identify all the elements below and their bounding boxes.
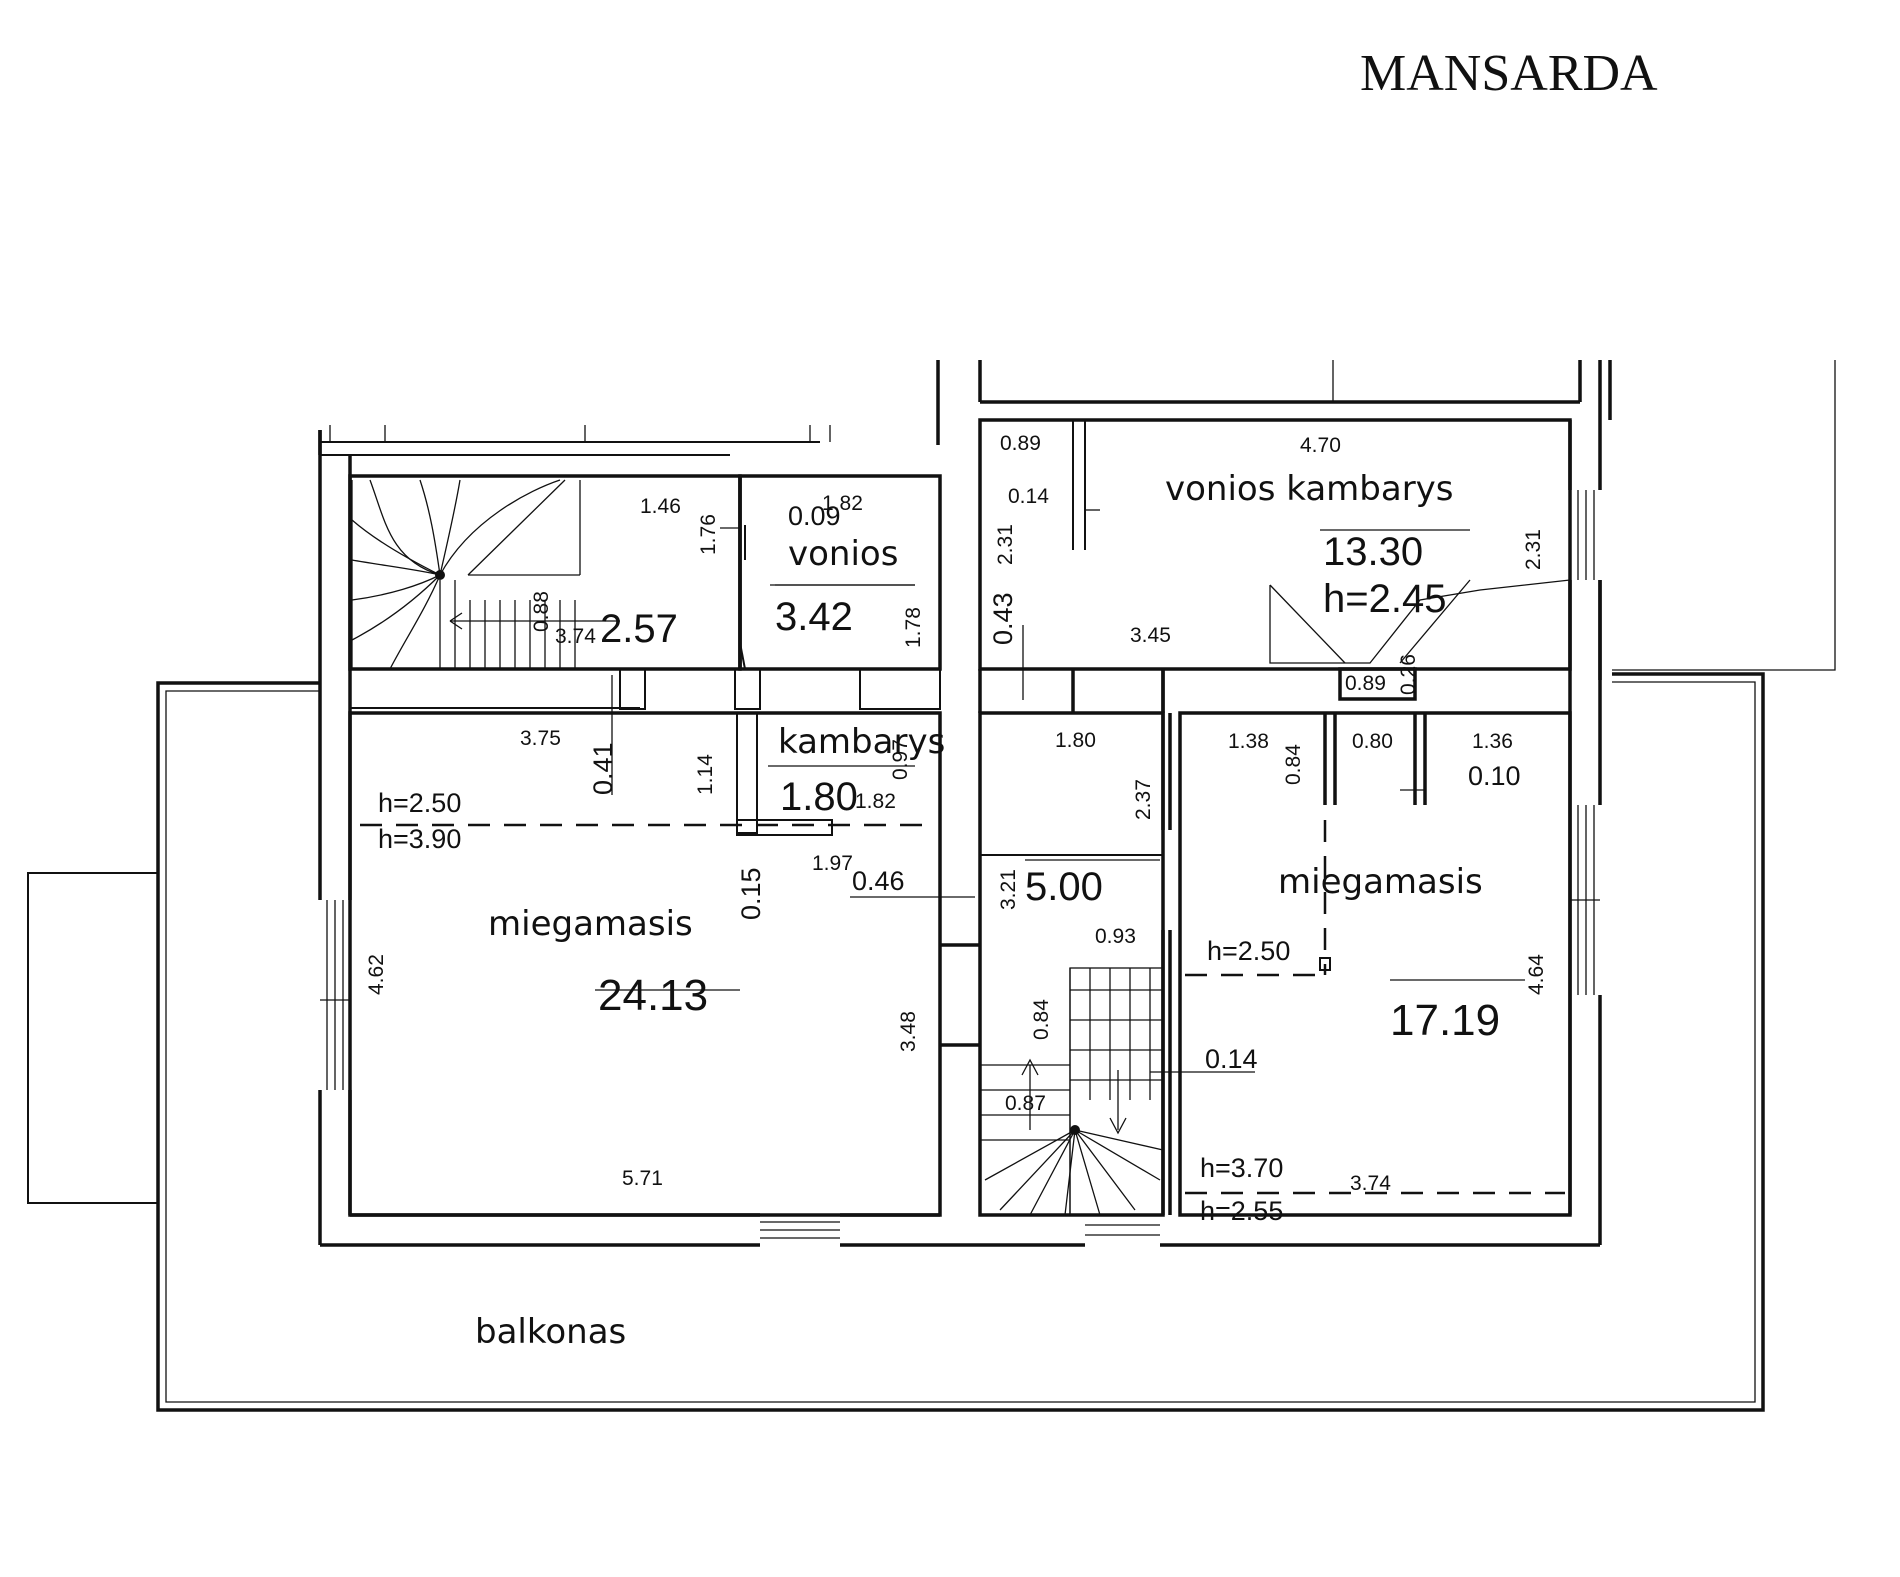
small-room-area: 1.80	[780, 775, 858, 819]
dim-label: 0.46	[852, 866, 905, 896]
roof-walls	[318, 360, 1612, 456]
dim-label: 1.80	[1055, 729, 1096, 752]
bedroom-right-walls	[1161, 669, 1572, 1217]
dim-label: 1.36	[1472, 730, 1513, 753]
bedroom-left-area: 24.13	[598, 971, 708, 1020]
dim-label: 0.84	[1282, 744, 1305, 785]
bedroom-left-label: miegamasis	[488, 904, 693, 944]
dim-label: 1.38	[1228, 730, 1269, 753]
dim-label: 0.97	[889, 739, 912, 780]
small-bath-label: vonios	[788, 534, 898, 574]
bedroom-right-height-a: h=2.50	[1207, 936, 1290, 966]
dim-label: 0.43	[988, 592, 1018, 645]
plan-title: MANSARDA	[1360, 45, 1658, 102]
balcony-label: balkonas	[475, 1312, 626, 1352]
dim-label: 0.88	[530, 591, 553, 632]
dim-label: 1.97	[812, 852, 853, 875]
bathroom-height: h=2.45	[1323, 577, 1446, 621]
bedroom-left-walls	[348, 711, 980, 1217]
dimension-labels: 1.46 1.76 1.82 0.09 0.88 3.74 1.78 0.89 …	[365, 432, 1548, 1195]
dim-label: 0.93	[1095, 925, 1136, 948]
room-labels: 2.57 vonios 3.42 kambarys 1.80 vonios ka…	[378, 469, 1500, 1352]
dim-label: 0.14	[1205, 1044, 1258, 1074]
bedroom-right-label: miegamasis	[1278, 862, 1483, 902]
dim-label: 0.26	[1397, 654, 1420, 695]
dim-label: 3.74	[1350, 1172, 1391, 1195]
dim-label: 0.80	[1352, 730, 1393, 753]
dim-label: 0.10	[1468, 761, 1521, 791]
small-room-label: kambarys	[778, 722, 945, 762]
dim-label: 4.64	[1525, 954, 1548, 995]
dim-label: 0.89	[1345, 672, 1386, 695]
dim-label: 1.76	[697, 514, 720, 555]
dim-label: 4.70	[1300, 434, 1341, 457]
stair-hall-area: 2.57	[600, 607, 678, 651]
bedroom-right-height-c: h=2.55	[1200, 1196, 1283, 1226]
dim-label: 0.41	[588, 742, 618, 795]
bathroom-walls	[978, 418, 1572, 701]
balcony-outline	[156, 672, 1765, 1412]
leader-lines	[595, 529, 1525, 1073]
dim-label: 2.37	[1132, 779, 1155, 820]
dim-label: 0.15	[736, 867, 766, 920]
dim-label: 1.14	[694, 754, 717, 795]
dim-label: 1.46	[640, 495, 681, 518]
bedroom-right-height-b: h=3.70	[1200, 1153, 1283, 1183]
bedroom-left-height-a: h=2.50	[378, 788, 461, 818]
dim-label: 4.62	[365, 954, 388, 995]
dim-label: 0.14	[1008, 485, 1049, 508]
dim-label: 0.89	[1000, 432, 1041, 455]
bedroom-right-area: 17.19	[1390, 996, 1500, 1045]
corridor-area: 5.00	[1025, 865, 1103, 909]
small-bath-area: 3.42	[775, 595, 853, 639]
dim-label: 1.82	[822, 492, 863, 515]
bathroom-area: 13.30	[1323, 530, 1423, 574]
dim-label: 0.09	[788, 501, 841, 531]
dim-label: 3.74	[555, 625, 596, 648]
dim-label: 3.21	[997, 869, 1020, 910]
side-box	[27, 872, 159, 1204]
right-outline	[1612, 360, 1836, 671]
dim-label: 2.31	[1522, 529, 1545, 570]
dim-label: 0.84	[1030, 999, 1053, 1040]
bedroom-left-height-b: h=3.90	[378, 824, 461, 854]
dim-label: 2.31	[994, 524, 1017, 565]
dim-label: 5.71	[622, 1167, 663, 1190]
stair-bottom	[980, 967, 1164, 1216]
dim-label: 0.87	[1005, 1092, 1046, 1115]
dim-label: 1.82	[855, 790, 896, 813]
dim-label: 3.48	[897, 1011, 920, 1052]
dim-label: 1.78	[902, 607, 925, 648]
ceiling-height-lines	[360, 820, 1565, 1195]
bathroom-label: vonios kambarys	[1165, 469, 1454, 509]
dim-label: 3.45	[1130, 624, 1171, 647]
dim-label: 3.75	[520, 727, 561, 750]
stair-top	[351, 479, 620, 670]
